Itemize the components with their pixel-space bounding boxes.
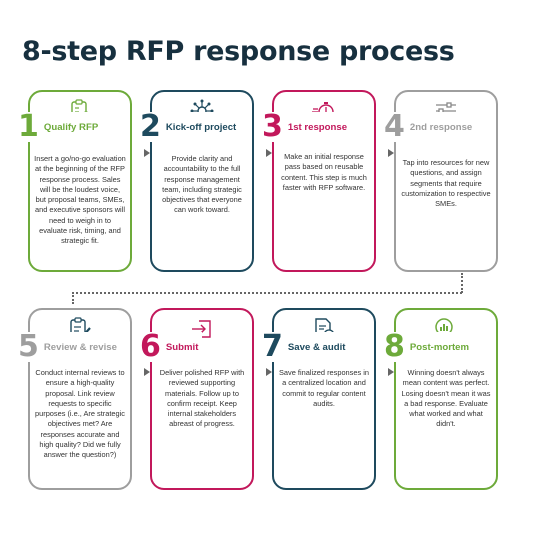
- step-badge-6: 6 Submit: [140, 329, 203, 364]
- submit-arrow-icon: [192, 320, 211, 338]
- step-label-7: Save & audit: [287, 341, 346, 353]
- connector-arrow-7-8: [388, 368, 394, 376]
- step-label-3: 1st response: [287, 121, 348, 133]
- step-description-5: Conduct internal reviews to ensure a hig…: [35, 368, 125, 460]
- step-number-5: 5: [18, 329, 39, 364]
- wrap-connector-down: [461, 273, 463, 293]
- step-number-1: 1: [18, 109, 39, 144]
- wrap-connector-across: [72, 292, 462, 294]
- connector-arrow-3-4: [388, 149, 394, 157]
- step-description-7: Save finalized responses in a centralize…: [279, 368, 369, 408]
- step-number-2: 2: [140, 109, 161, 144]
- step-label-6: Submit: [165, 341, 199, 353]
- step-label-2: Kick-off project: [165, 121, 237, 133]
- step-description-4: Tap into resources for new questions, an…: [401, 158, 491, 209]
- wrap-connector-down-2: [72, 292, 74, 304]
- connector-arrow-6-7: [266, 368, 272, 376]
- step-description-6: Deliver polished RFP with reviewed suppo…: [159, 368, 245, 429]
- step-description-3: Make an initial response pass based on r…: [281, 152, 367, 192]
- step-label-8: Post-mortem: [409, 341, 470, 353]
- page-title: 8-step RFP response process: [22, 36, 455, 67]
- step-number-8: 8: [384, 329, 405, 364]
- step-label-5: Review & revise: [43, 341, 117, 353]
- step-badge-8: 8 Post-mortem: [384, 329, 474, 364]
- step-badge-1: 1 Qualify RFP: [18, 109, 103, 144]
- connector-arrow-1-2: [144, 149, 150, 157]
- connector-arrow-2-3: [266, 149, 272, 157]
- step-number-3: 3: [262, 109, 283, 144]
- step-badge-3: 3 1st response: [262, 109, 352, 144]
- step-number-4: 4: [384, 109, 405, 144]
- step-label-1: Qualify RFP: [43, 121, 99, 133]
- step-description-1: Insert a go/no-go evaluation at the begi…: [34, 154, 126, 246]
- step-number-6: 6: [140, 329, 161, 364]
- step-badge-5: 5 Review & revise: [18, 332, 121, 362]
- step-badge-7: 7 Save & audit: [262, 329, 350, 364]
- connector-arrow-5-6: [144, 368, 150, 376]
- step-label-4: 2nd response: [409, 121, 473, 133]
- step-number-7: 7: [262, 329, 283, 364]
- step-badge-2: 2 Kick-off project: [140, 109, 241, 144]
- step-description-2: Provide clarity and accountability to th…: [162, 154, 242, 215]
- step-badge-4: 4 2nd response: [384, 109, 477, 144]
- step-description-8: Winning doesn't always mean content was …: [401, 368, 491, 429]
